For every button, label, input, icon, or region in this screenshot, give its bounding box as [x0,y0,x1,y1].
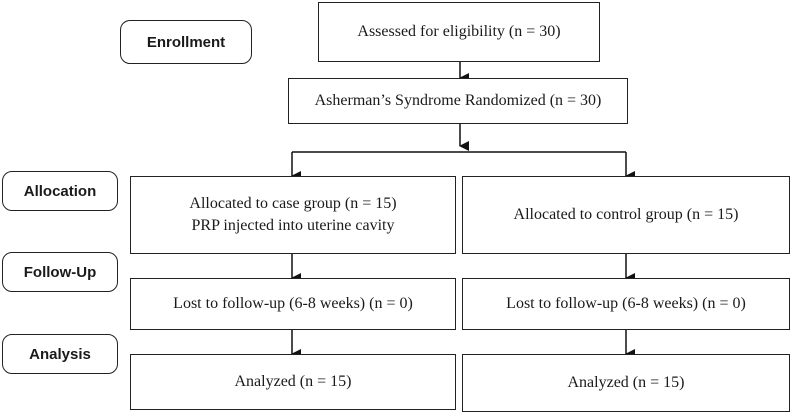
stage-label-analysis: Analysis [2,334,118,374]
assessed-box: Assessed for eligibility (n = 30) [318,2,600,62]
stage-label-enrollment: Enrollment [120,20,252,64]
randomized-text: Asherman’s Syndrome Randomized (n = 30) [314,92,602,109]
randomized-box: Asherman’s Syndrome Randomized (n = 30) [288,78,628,124]
lost-followup-case-box: Lost to follow-up (6-8 weeks) (n = 0) [130,278,456,330]
case-group-box: Allocated to case group (n = 15) PRP inj… [130,176,456,254]
lost-followup-case-text: Lost to follow-up (6-8 weeks) (n = 0) [173,295,413,312]
analyzed-case-box: Analyzed (n = 15) [130,354,456,410]
stage-label-enrollment-text: Enrollment [146,33,226,51]
case-group-line2: PRP injected into uterine cavity [191,217,395,234]
stage-label-followup: Follow-Up [2,252,118,292]
control-group-text: Allocated to control group (n = 15) [513,206,739,223]
stage-label-followup-text: Follow-Up [23,263,97,281]
case-group-line1: Allocated to case group (n = 15) [189,195,397,212]
stage-label-analysis-text: Analysis [29,345,91,363]
analyzed-control-text: Analyzed (n = 15) [567,374,685,391]
assessed-text: Assessed for eligibility (n = 30) [357,23,561,40]
lost-followup-control-text: Lost to follow-up (6-8 weeks) (n = 0) [506,295,746,312]
stage-label-allocation: Allocation [2,171,118,211]
lost-followup-control-box: Lost to follow-up (6-8 weeks) (n = 0) [462,278,790,330]
stage-label-allocation-text: Allocation [23,182,97,200]
control-group-box: Allocated to control group (n = 15) [462,176,790,254]
analyzed-case-text: Analyzed (n = 15) [234,373,352,390]
analyzed-control-box: Analyzed (n = 15) [462,354,790,412]
